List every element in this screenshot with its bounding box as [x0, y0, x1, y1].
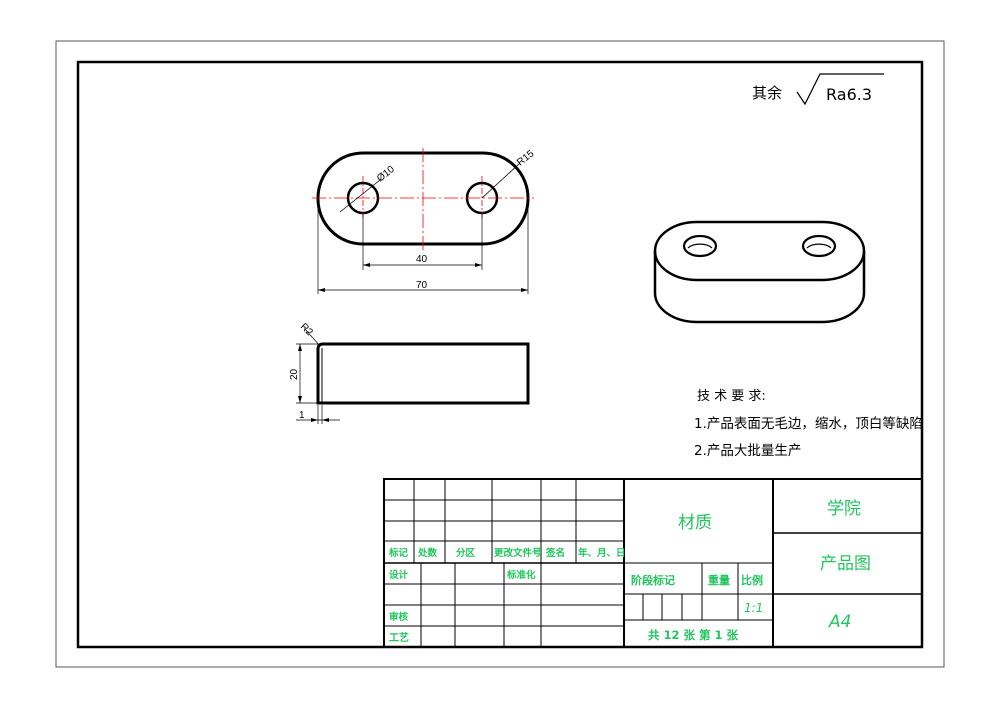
label-date: 年、月、日	[578, 547, 626, 559]
isometric-view	[653, 220, 866, 324]
end-radius-label: R15	[515, 148, 537, 168]
school-name: 学院	[827, 499, 861, 519]
height-dim-label: 20	[289, 368, 300, 380]
label-scale: 比例	[741, 573, 763, 587]
label-signature: 签名	[545, 547, 565, 559]
label-weight: 重量	[708, 573, 730, 587]
label-standardize: 标准化	[506, 569, 536, 581]
length-dim-label: 70	[416, 280, 428, 291]
tech-req-item-2: 2.产品大批量生产	[694, 443, 801, 459]
end-radius-leader	[481, 162, 521, 199]
top-view: Ø10 R15 40 70	[312, 148, 537, 294]
label-review: 审核	[389, 611, 409, 623]
front-view-outline	[316, 342, 530, 405]
drawing-name: 产品图	[820, 554, 871, 574]
front-view: R2 20 1	[289, 321, 530, 424]
iso-left-hole	[682, 234, 718, 258]
arrow	[298, 396, 302, 403]
iso-top-face	[653, 220, 866, 282]
title-block-text: 标记 处数 分区 更改文件号 签名 年、月、日 设计 标准化 审核 工艺 材质 …	[388, 499, 871, 644]
tech-req-item-1: 1.产品表面无毛边，缩水，顶白等缺陷	[694, 415, 923, 432]
paper-size: A4	[828, 612, 851, 632]
spacing-dim-label: 40	[416, 254, 428, 265]
hole-dia-label: Ø10	[375, 164, 397, 185]
iso-side-face	[653, 251, 866, 324]
label-stage-mark: 阶段标记	[631, 573, 675, 587]
arrow	[318, 288, 325, 292]
outer-frame	[55, 40, 945, 668]
title-block	[383, 478, 923, 648]
roughness-value: Ra6.3	[826, 85, 872, 104]
label-material: 材质	[678, 513, 712, 533]
arrow	[475, 263, 482, 267]
corner-radius-label: R2	[298, 321, 315, 338]
roughness-symbol: 其余 Ra6.3	[752, 73, 884, 106]
label-change-doc: 更改文件号	[494, 547, 542, 559]
label-mark: 标记	[388, 547, 409, 559]
arrow	[311, 418, 318, 422]
roughness-prefix: 其余	[752, 84, 782, 102]
offset-dim-label: 1	[299, 410, 305, 421]
tech-req-title: 技 术 要 求:	[697, 389, 766, 404]
roughness-check-icon	[796, 73, 884, 106]
label-design: 设计	[389, 569, 409, 581]
arrow	[363, 263, 370, 267]
arrow	[322, 418, 329, 422]
arrow	[521, 288, 528, 292]
label-zone: 分区	[456, 547, 476, 559]
inner-frame	[76, 60, 924, 649]
hole-dia-leader	[339, 179, 381, 213]
iso-hole-inner	[687, 243, 713, 249]
tech-requirements: 技 术 要 求: 1.产品表面无毛边，缩水，顶白等缺陷 2.产品大批量生产	[694, 389, 923, 459]
label-count: 处数	[417, 547, 438, 559]
corner-radius-leader	[304, 328, 321, 347]
label-process: 工艺	[389, 631, 409, 644]
iso-hole-inner	[806, 243, 832, 249]
sheet-count: 共 12 张 第 1 张	[648, 628, 739, 642]
iso-right-hole	[801, 234, 837, 258]
arrow	[298, 344, 302, 351]
scale-value: 1:1	[744, 601, 763, 615]
